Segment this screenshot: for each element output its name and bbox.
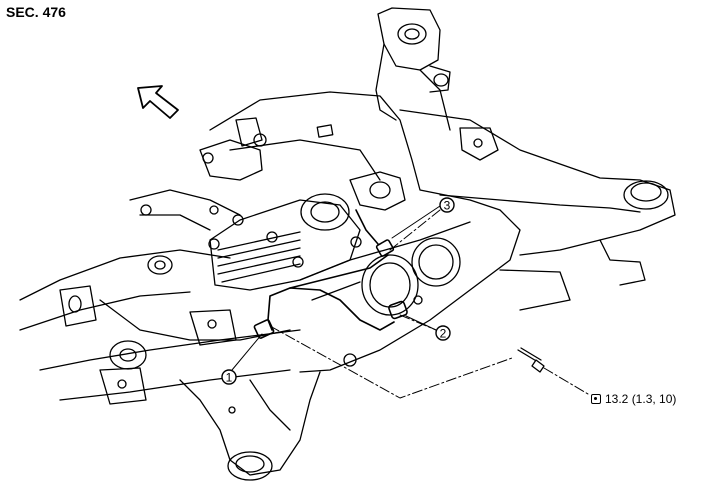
upper-mount-tower [375,7,451,131]
callout-2: 2 [435,325,451,341]
cross-member-left [129,117,267,231]
tightening-torque-icon [591,394,601,404]
callout-1-number: 1 [226,371,233,385]
cross-member-right [399,109,676,311]
callout-1: 1 [221,369,237,385]
sensor-harness [253,209,408,339]
callout-2-number: 2 [440,327,447,341]
callout-3-number: 3 [444,199,451,213]
mounting-bolt [517,347,545,373]
differential-housing [208,171,406,291]
torque-spec: 13.2 (1.3, 10) [591,392,676,406]
lower-arm [179,295,423,481]
lower-frame [19,249,301,405]
section-label: SEC. 476 [6,4,66,20]
front-direction-arrow-icon [137,85,179,119]
torque-value: 13.2 (1.3, 10) [605,392,677,406]
callout-3: 3 [439,197,455,213]
leader-lines [231,205,441,371]
